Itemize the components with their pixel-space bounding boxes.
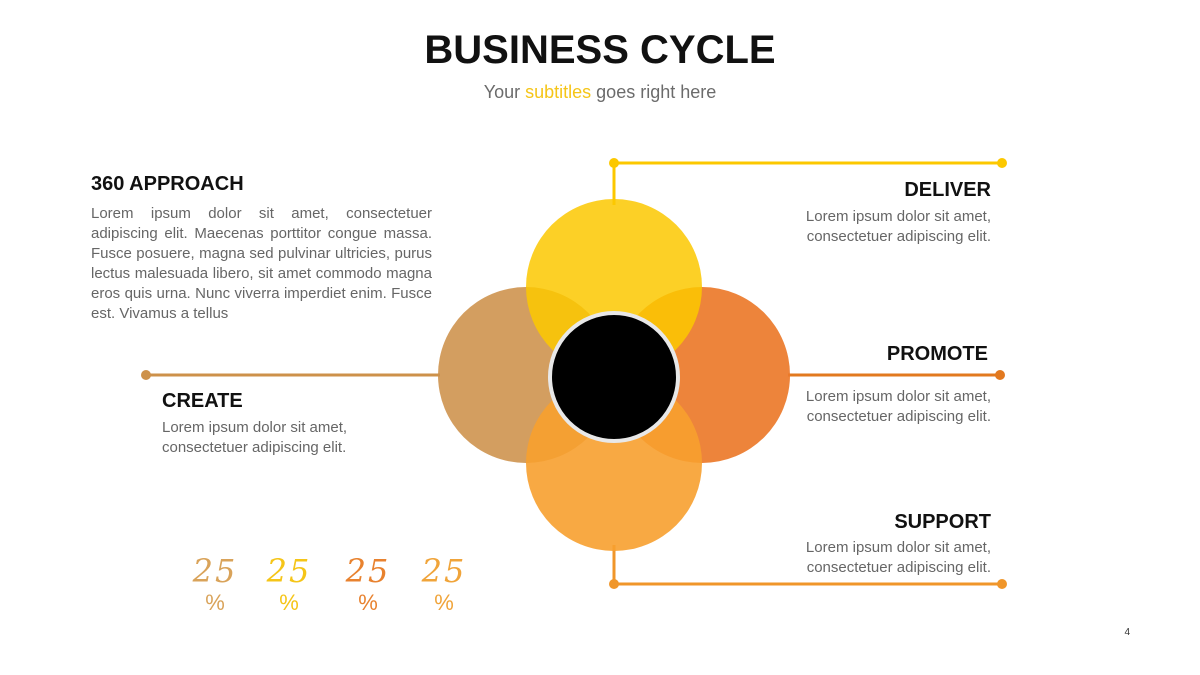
page-number: 4 (1124, 627, 1130, 638)
page-subtitle: Your subtitles goes right here (0, 82, 1200, 103)
connector-create (141, 370, 440, 380)
deliver-heading: DELIVER (904, 179, 991, 201)
percentage-4-symbol: % (434, 590, 454, 615)
connector-support (609, 545, 1007, 589)
support-text-line1: Lorem ipsum dolor sit amet, (805, 539, 991, 556)
promote-heading: PROMOTE (886, 343, 988, 365)
promote-text-line1: Lorem ipsum dolor sit amet, (805, 388, 991, 405)
deliver-text-line1: Lorem ipsum dolor sit amet, (805, 208, 991, 225)
subtitle-prefix: Your (483, 82, 526, 102)
support-heading: SUPPORT (894, 511, 991, 533)
approach-text: Lorem ipsum dolor sit amet, consectetuer… (91, 205, 432, 322)
promote-text: Lorem ipsum dolor sit amet, consectetuer… (700, 387, 991, 427)
percentage-3-value: 25 (345, 552, 391, 590)
create-text-line2: consectetuer adipiscing elit. (162, 439, 347, 456)
deliver-text-line2: consectetuer adipiscing elit. (806, 228, 991, 245)
percentage-3-symbol: % (358, 590, 378, 615)
subtitle-suffix: goes right here (591, 82, 717, 102)
connector-promote (788, 370, 1005, 380)
percentage-2-value: 25 (266, 552, 312, 590)
percentage-1-symbol: % (205, 590, 225, 615)
connector-deliver (609, 158, 1007, 205)
create-text-line1: Lorem ipsum dolor sit amet, (162, 419, 348, 436)
percentage-4-value: 25 (421, 552, 467, 590)
percentage-4: 25 % (409, 554, 479, 618)
approach-heading: 360 APPROACH (91, 173, 244, 195)
subtitle-highlight: subtitles (525, 82, 592, 102)
create-heading: CREATE (162, 390, 243, 412)
percentage-2: 25 % (254, 554, 324, 618)
percentage-1-value: 25 (192, 552, 238, 590)
percentage-3: 25 % (333, 554, 403, 618)
center-circle (548, 311, 680, 443)
promote-text-line2: consectetuer adipiscing elit. (806, 408, 991, 425)
support-text-line2: consectetuer adipiscing elit. (806, 559, 991, 576)
create-text: Lorem ipsum dolor sit amet, consectetuer… (162, 418, 347, 458)
deliver-text: Lorem ipsum dolor sit amet, consectetuer… (700, 207, 991, 247)
percentage-1: 25 % (180, 554, 250, 618)
support-text: Lorem ipsum dolor sit amet, consectetuer… (700, 538, 991, 578)
page-title: BUSINESS CYCLE (424, 28, 776, 72)
percentage-2-symbol: % (279, 590, 299, 615)
